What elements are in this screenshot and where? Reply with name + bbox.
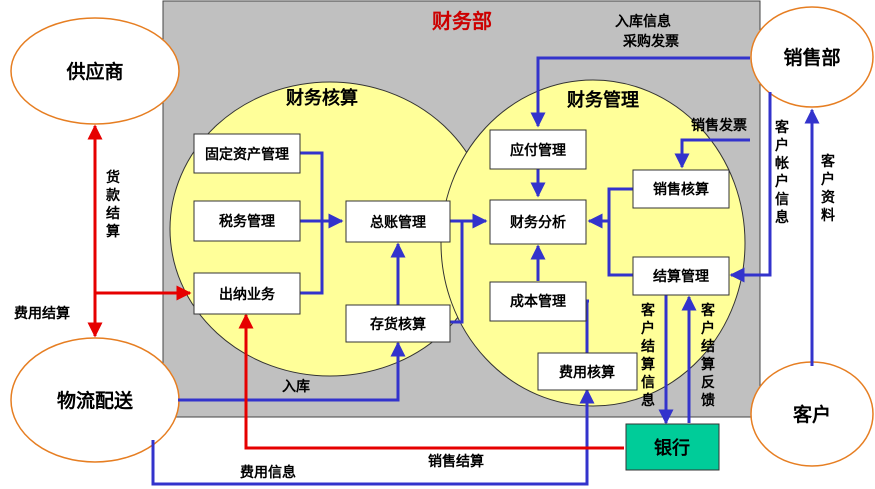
flow-inbound-info (530, 56, 750, 128)
flow-logistics-inventory (178, 341, 406, 402)
flow-expense-info (151, 388, 595, 486)
box-cashier[interactable]: 出纳业务 (193, 272, 301, 315)
label-customer-account-info: 客户帐户信息 (774, 119, 790, 226)
box-fixed-assets[interactable]: 固定资产管理 (193, 133, 301, 174)
customer-label: 客户 (793, 403, 831, 426)
box-sales-accounting-label: 销售核算 (653, 181, 709, 198)
box-payables-label: 应付管理 (510, 142, 566, 159)
flow-cashier (300, 221, 324, 295)
accounting-region-title: 财务核算 (286, 87, 358, 109)
box-general-ledger-label: 总账管理 (370, 214, 426, 231)
box-inventory[interactable]: 存货核算 (345, 304, 451, 343)
box-sales-accounting[interactable]: 销售核算 (632, 169, 730, 209)
label-expense-settlement: 费用结算 (14, 305, 70, 322)
sales-dept-label: 销售部 (783, 46, 840, 69)
label-inbound: 入库 (282, 378, 310, 395)
label-purchase-invoice: 采购发票 (622, 33, 679, 50)
flow-customer-account (729, 92, 772, 283)
flow-sales-settlement (238, 313, 624, 450)
box-tax-label: 税务管理 (219, 213, 275, 230)
sales-dept-node (750, 6, 874, 108)
red-flows (87, 124, 624, 450)
flow-expense-cost (585, 299, 589, 353)
label-payment-settlement: 货款结算 (105, 169, 121, 240)
supplier-node (10, 17, 180, 125)
box-bank[interactable]: 银行 (625, 423, 720, 471)
supplier-label: 供应商 (65, 60, 123, 83)
label-sales-settlement: 销售结算 (428, 453, 484, 470)
box-expense-label: 费用核算 (559, 364, 615, 381)
box-cost-label: 成本管理 (510, 293, 566, 310)
label-expense-info: 费用信息 (240, 464, 296, 481)
box-inventory-label: 存货核算 (370, 316, 426, 333)
label-inbound-info: 入库信息 (615, 13, 671, 30)
box-settlement[interactable]: 结算管理 (632, 256, 730, 296)
box-cashier-label: 出纳业务 (219, 286, 276, 303)
flow-sales-invoice (674, 138, 750, 169)
label-customer-settlement-info: 客户结算信息 (640, 302, 656, 409)
label-customer-data: 客户资料 (820, 153, 836, 224)
flow-sales-settlement-analysis (607, 187, 633, 277)
label-sales-invoice: 销售发票 (691, 117, 747, 134)
box-fixed-assets-label: 固定资产管理 (205, 146, 289, 163)
box-tax[interactable]: 税务管理 (193, 200, 301, 242)
box-bank-label: 银行 (654, 437, 690, 459)
logistics-label: 物流配送 (57, 389, 134, 412)
flow-fixed-assets (300, 151, 324, 221)
blue-flows (151, 56, 820, 486)
management-region-title: 财务管理 (567, 89, 639, 111)
box-general-ledger[interactable]: 总账管理 (345, 200, 451, 243)
box-cost[interactable]: 成本管理 (489, 281, 587, 322)
box-analysis[interactable]: 财务分析 (489, 199, 587, 245)
flow-inventory-analysis (450, 221, 464, 324)
label-customer-settlement-feedback: 客户结算反馈 (700, 302, 716, 409)
box-payables[interactable]: 应付管理 (489, 129, 587, 170)
box-expense[interactable]: 费用核算 (537, 352, 638, 391)
box-settlement-label: 结算管理 (653, 268, 709, 285)
finance-dept-title: 财务部 (432, 9, 492, 33)
box-analysis-label: 财务分析 (509, 214, 566, 231)
